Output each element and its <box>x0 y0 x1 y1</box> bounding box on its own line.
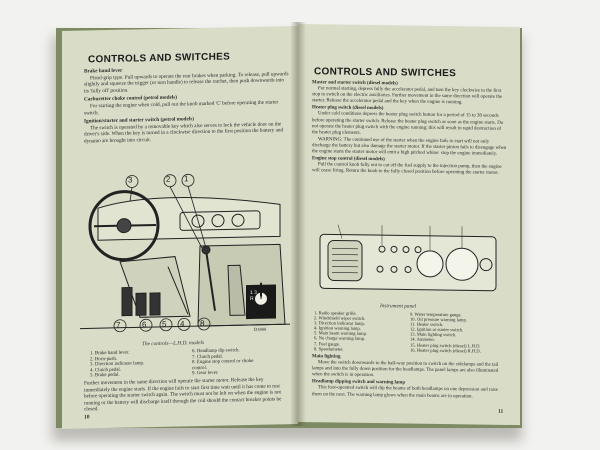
section-body: Move the switch downwards to the half-wa… <box>312 360 499 379</box>
legend-right-column: 6. Headlamp dip switch. 7. Clutch pedal.… <box>192 348 253 377</box>
section-body: The switch is operated by a removable ke… <box>84 121 284 145</box>
instrument-panel-illustration <box>319 224 497 292</box>
legend-item: 8. Speedometer. <box>314 345 344 352</box>
figure-caption: The controls—L.H.D. models <box>142 339 205 348</box>
left-page-bottom-text: Further movement in the same direction w… <box>84 376 282 413</box>
figure-code: D3408 <box>254 326 267 332</box>
figure-callout-3: 3 <box>128 175 133 185</box>
section-body: Pull the control knob fully out to cut o… <box>312 162 502 177</box>
left-page: CONTROLS AND SWITCHES Brake hand lever P… <box>62 26 298 429</box>
right-page: CONTROLS AND SWITCHES Master and starter… <box>298 24 520 426</box>
right-page-title: CONTROLS AND SWITCHES <box>314 66 457 80</box>
section-body: Pistol-grip type. Pull upwards to operat… <box>84 70 289 95</box>
panel-legend-right: 9. Water temperature gauge. 10. Oil pres… <box>410 312 481 354</box>
figure-callout-2: 2 <box>166 174 171 184</box>
figure-callout-1: 1 <box>184 174 189 184</box>
panel-caption: Instrument panel <box>380 303 417 310</box>
controls-illustration <box>80 164 290 343</box>
left-page-intro-text: Brake hand lever Pistol-grip type. Pull … <box>84 64 290 145</box>
figure-callout-6: 6 <box>142 320 147 330</box>
page-number-left: 10 <box>84 414 90 421</box>
right-page-lower-text: Main lighting Move the switch downwards … <box>312 354 508 400</box>
section-body: For normal starting, depress fully the a… <box>312 86 503 106</box>
right-page-upper-text: Master and starter switch (diesel models… <box>312 80 508 177</box>
section-body: This foot-operated switch will dip the b… <box>312 385 499 400</box>
page-number-right: 11 <box>498 408 504 415</box>
gear-pattern-bottom: R 2 4 <box>250 295 262 302</box>
section-warning: WARNING: The continued use of the starte… <box>312 137 507 157</box>
panel-legend-left: 1. Radio speaker grille. 2. Windshield w… <box>314 310 367 351</box>
legend-item: 5. Brake pedal. <box>90 373 120 379</box>
section-body: Under cold conditions depress the heater… <box>312 111 504 136</box>
figure-callout-8: 8 <box>200 318 205 329</box>
legend-left-column: 1. Brake hand lever. 2. Horn-push. 3. Di… <box>90 350 144 379</box>
book-gutter-shadow <box>290 22 306 426</box>
left-page-title: CONTROLS AND SWITCHES <box>88 51 231 66</box>
gear-pattern: 1 3 R 2 4 <box>250 290 262 302</box>
figure-callout-5: 5 <box>162 319 167 329</box>
figure-callout-4: 4 <box>180 319 185 329</box>
figure-callout-7: 7 <box>116 320 121 330</box>
legend-item: 16. Heater plug switch (diesel) R.H.D. <box>410 347 481 354</box>
